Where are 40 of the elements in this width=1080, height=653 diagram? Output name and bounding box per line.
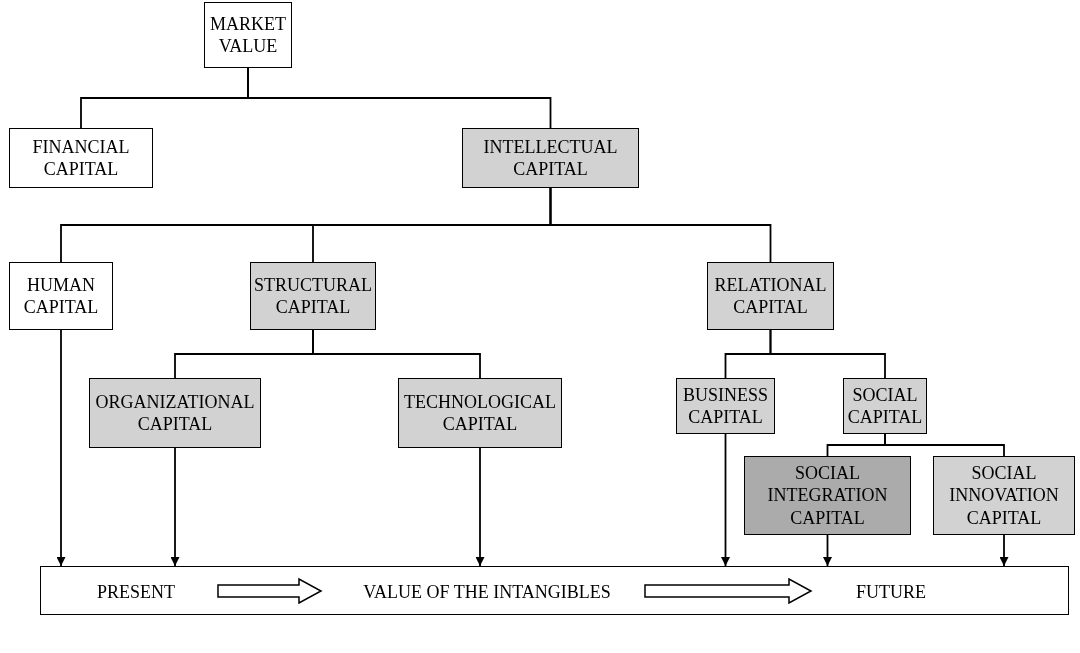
box-label: BUSINESS CAPITAL bbox=[682, 383, 769, 429]
capital-box bbox=[744, 456, 911, 535]
box-label: STRUCTURAL CAPITAL bbox=[253, 273, 373, 319]
capital-box bbox=[9, 262, 113, 330]
connector-line bbox=[247, 67, 552, 129]
hollow-arrow bbox=[217, 577, 323, 605]
box-label: RELATIONAL CAPITAL bbox=[713, 273, 828, 319]
capital-box bbox=[676, 378, 775, 434]
box-label: MARKET VALUE bbox=[209, 12, 287, 58]
capital-box bbox=[398, 378, 562, 448]
capital-box bbox=[707, 262, 834, 330]
connector-line bbox=[549, 187, 772, 263]
hollow-arrow bbox=[644, 577, 813, 605]
arrow bbox=[56, 329, 66, 567]
capital-box bbox=[462, 128, 639, 188]
connector-line bbox=[769, 329, 886, 379]
box-label: HUMAN CAPITAL bbox=[22, 273, 100, 319]
box-label: SOCIAL INNOVATION CAPITAL bbox=[948, 461, 1060, 530]
stage-label: VALUE OF THE INTANGIBLES bbox=[363, 580, 611, 604]
arrow bbox=[823, 534, 832, 567]
arrow bbox=[170, 447, 180, 567]
box-label: TECHNOLOGICAL CAPITAL bbox=[403, 390, 557, 436]
arrow bbox=[475, 447, 485, 567]
box-label: SOCIAL CAPITAL bbox=[846, 383, 924, 429]
capital-box bbox=[9, 128, 153, 188]
box-label: FINANCIAL CAPITAL bbox=[31, 135, 131, 181]
stage-label: FUTURE bbox=[856, 580, 926, 604]
stage-label: PRESENT bbox=[97, 580, 175, 604]
capital-box bbox=[89, 378, 261, 448]
box-label: INTELLECTUAL CAPITAL bbox=[482, 135, 619, 181]
capital-box bbox=[250, 262, 376, 330]
connector-line bbox=[884, 433, 1005, 457]
box-label: ORGANIZATIONAL CAPITAL bbox=[94, 390, 256, 436]
arrow bbox=[999, 534, 1009, 567]
capital-box bbox=[933, 456, 1075, 535]
band-box bbox=[40, 566, 1069, 615]
connector-line bbox=[312, 329, 481, 379]
box-label: SOCIAL INTEGRATION CAPITAL bbox=[766, 461, 889, 530]
capital-box bbox=[204, 2, 292, 68]
arrow bbox=[721, 433, 730, 567]
